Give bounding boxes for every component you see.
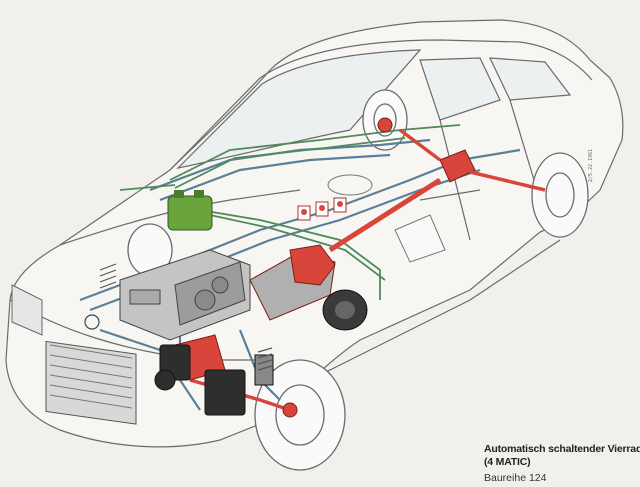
transfer-case bbox=[289, 244, 336, 286]
hood-line bbox=[59, 189, 301, 246]
star-emblem bbox=[84, 314, 100, 330]
headlight bbox=[11, 284, 43, 336]
front-grille bbox=[45, 314, 137, 425]
front-strut bbox=[99, 263, 273, 371]
roof-line bbox=[169, 39, 593, 171]
engine bbox=[119, 249, 251, 341]
caption-series: Baureihe 124 bbox=[484, 472, 547, 484]
side-window-rear bbox=[489, 57, 572, 101]
image-stamp: 2/5.22.1961 bbox=[588, 148, 594, 182]
side-window-front bbox=[419, 57, 501, 121]
hydraulic-unit bbox=[154, 344, 274, 416]
caption-title: Automatisch schaltender Vierradantri (4 … bbox=[484, 443, 640, 469]
caption-title-line2: (4 MATIC) bbox=[484, 456, 531, 468]
rear-axle-shaft bbox=[398, 128, 546, 192]
rear-differential bbox=[439, 149, 476, 183]
vacuum-lines bbox=[119, 124, 461, 300]
wheel-rear-left bbox=[531, 152, 589, 238]
propshaft bbox=[328, 177, 442, 253]
interior bbox=[327, 174, 446, 263]
rear-hub bbox=[377, 117, 393, 133]
wheel-front-left bbox=[254, 359, 346, 471]
front-hub bbox=[282, 402, 298, 418]
caption: Automatisch schaltender Vierradantri (4 … bbox=[484, 443, 640, 485]
control-valves bbox=[297, 197, 347, 221]
caption-title-line1: Automatisch schaltender Vierradantri bbox=[484, 443, 640, 455]
fluid-reservoir bbox=[167, 190, 213, 231]
brake-booster bbox=[322, 289, 368, 331]
rocker-line bbox=[269, 239, 561, 401]
